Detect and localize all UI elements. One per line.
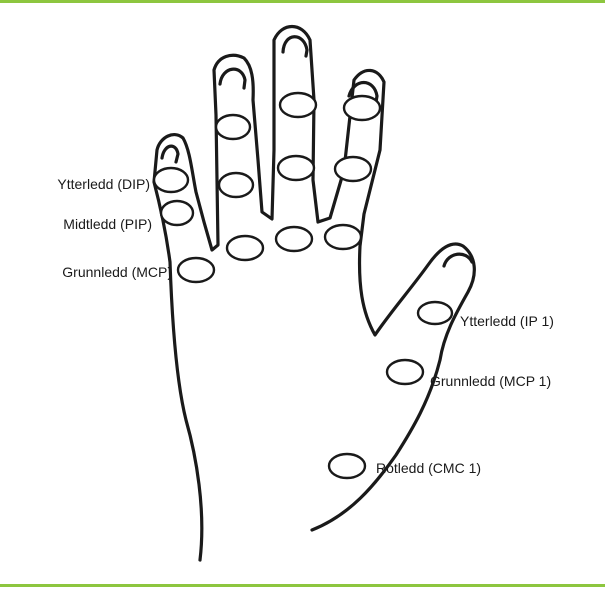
fingernail-ring: [220, 69, 245, 88]
joint-cmc1-thumb: [329, 454, 365, 478]
fingernail-little: [162, 146, 178, 162]
joint-mcp-little: [178, 258, 214, 282]
joint-mcp-index: [325, 225, 361, 249]
label-pip: Midtledd (PIP): [63, 216, 152, 232]
joint-ip1-thumb: [418, 302, 452, 324]
fingernail-middle: [283, 37, 307, 56]
joint-mcp1-thumb: [387, 360, 423, 384]
label-mcp: Grunnledd (MCP): [62, 264, 172, 280]
joint-pip-little: [161, 201, 193, 225]
joint-pip-ring: [219, 173, 253, 197]
label-mcp1: Grunnledd (MCP 1): [430, 373, 551, 389]
joint-dip-middle: [280, 93, 316, 117]
joint-mcp-ring: [227, 236, 263, 260]
joint-dip-index: [344, 96, 380, 120]
joint-mcp-middle: [276, 227, 312, 251]
fingernail-thumb: [444, 254, 472, 266]
label-cmc1: Rotledd (CMC 1): [376, 460, 481, 476]
joint-dip-ring: [216, 115, 250, 139]
joint-pip-index: [335, 157, 371, 181]
label-ip1: Ytterledd (IP 1): [460, 313, 554, 329]
bottom-border-rule: [0, 584, 605, 587]
joint-dip-little: [154, 168, 188, 192]
label-dip: Ytterledd (DIP): [57, 176, 150, 192]
joint-pip-middle: [278, 156, 314, 180]
